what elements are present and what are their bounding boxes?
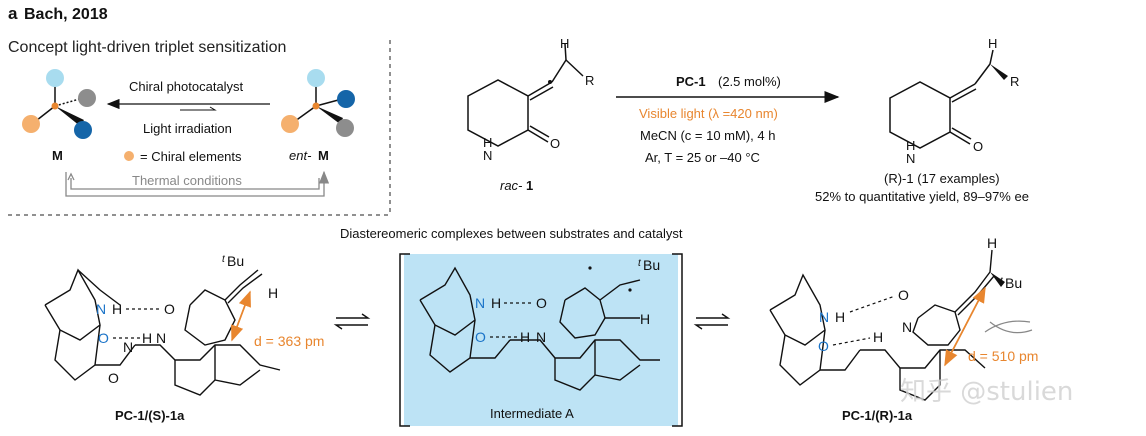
- chiral-elements-label: = Chiral elements: [140, 149, 242, 164]
- catalyst-loading: (2.5 mol%): [718, 74, 781, 89]
- watermark: 知乎 @stulien: [900, 377, 1073, 407]
- left-complex-label: PC-1/(S)-1a: [115, 408, 185, 423]
- substrate-num: 1: [526, 178, 533, 193]
- atom-n-2: N: [906, 151, 915, 166]
- mid-o-blue: O: [475, 329, 486, 345]
- left-tbu-sup: t: [222, 254, 226, 265]
- light-irradiation-label: Light irradiation: [143, 121, 232, 136]
- right-tbu: Bu: [1005, 275, 1022, 291]
- mid-n: N: [536, 329, 546, 345]
- right-h-2: H: [873, 329, 883, 345]
- left-n-ox: N: [123, 339, 133, 355]
- atom-nh-1: H: [483, 135, 492, 150]
- steric-clash-icon: [984, 320, 1033, 334]
- chiral-photocatalyst-label: Chiral photocatalyst: [129, 79, 244, 94]
- left-complex-structure: [44, 268, 281, 396]
- left-tbu: Bu: [227, 253, 244, 269]
- equilibrium-arrows-left: [333, 313, 371, 330]
- yield-label: 52% to quantitative yield, 89–97% ee: [815, 189, 1029, 204]
- mid-tbu: Bu: [643, 257, 660, 273]
- left-o: O: [164, 301, 175, 317]
- mid-o: O: [536, 295, 547, 311]
- right-n: N: [902, 319, 912, 335]
- intermediate-structure: [419, 266, 660, 391]
- atom-r-2: R: [1010, 74, 1019, 89]
- atom-h: H: [560, 36, 569, 51]
- atom-r: R: [585, 73, 594, 88]
- right-complex-label: PC-1/(R)-1a: [842, 408, 913, 423]
- complexes-heading: Diastereomeric complexes between substra…: [340, 226, 683, 241]
- chiral-element-dot: [124, 151, 134, 161]
- mid-h-3: H: [640, 311, 650, 327]
- substrate-prefix: rac-: [500, 178, 523, 193]
- label-m: M: [52, 148, 63, 163]
- atom-o-1: O: [550, 136, 560, 151]
- temperature-condition: Ar, T = 25 or –40 °C: [645, 150, 760, 165]
- right-o-blue: O: [818, 338, 829, 354]
- mid-n-blue: N: [475, 295, 485, 311]
- light-condition: Visible light (λ =420 nm): [639, 106, 778, 121]
- mid-tbu-sup: t: [638, 258, 642, 269]
- left-o-ox: O: [108, 370, 119, 386]
- label-ent-prefix: ent-: [289, 148, 312, 163]
- atom-n-1: N: [483, 148, 492, 163]
- concept-title: Concept light-driven triplet sensitizati…: [8, 39, 286, 56]
- molecule-m: [22, 69, 96, 139]
- right-h-1: H: [835, 309, 845, 325]
- thermal-conditions-label: Thermal conditions: [132, 173, 242, 188]
- atom-h-2: H: [988, 36, 997, 51]
- intermediate-label: Intermediate A: [490, 406, 574, 421]
- product-label: (R)-1 (17 examples): [884, 171, 1000, 186]
- panel-letter: a: [8, 4, 18, 23]
- left-n: N: [156, 330, 166, 346]
- left-h-1: H: [112, 301, 122, 317]
- thermal-arrow-inner: [70, 178, 320, 190]
- left-o-blue: O: [98, 330, 109, 346]
- thermal-arrow: [65, 170, 330, 197]
- product-structure: [889, 49, 994, 149]
- left-h-3: H: [268, 285, 278, 301]
- molecule-ent-m: [281, 69, 355, 137]
- right-o: O: [898, 287, 909, 303]
- equilibrium-arrows-right: [693, 313, 731, 330]
- small-arrow: [180, 106, 217, 111]
- solvent-condition: MeCN (c = 10 mM), 4 h: [640, 128, 775, 143]
- substrate-structure: [467, 43, 584, 147]
- catalyst-label: PC-1: [676, 74, 706, 89]
- label-ent-m: M: [318, 148, 329, 163]
- left-distance: d = 363 pm: [254, 333, 324, 349]
- atom-o-2: O: [973, 139, 983, 154]
- atom-nh-2: H: [906, 138, 915, 153]
- left-h-2: H: [142, 330, 152, 346]
- intermediate-box: [404, 254, 678, 426]
- mid-h-2: H: [520, 329, 530, 345]
- left-n-blue: N: [96, 301, 106, 317]
- right-n-blue: N: [819, 309, 829, 325]
- right-h-3: H: [987, 235, 997, 251]
- right-distance: d = 510 pm: [968, 348, 1038, 364]
- mid-h-1: H: [491, 295, 501, 311]
- right-tbu-sup: t: [1000, 276, 1004, 287]
- panel-title: Bach, 2018: [24, 6, 108, 23]
